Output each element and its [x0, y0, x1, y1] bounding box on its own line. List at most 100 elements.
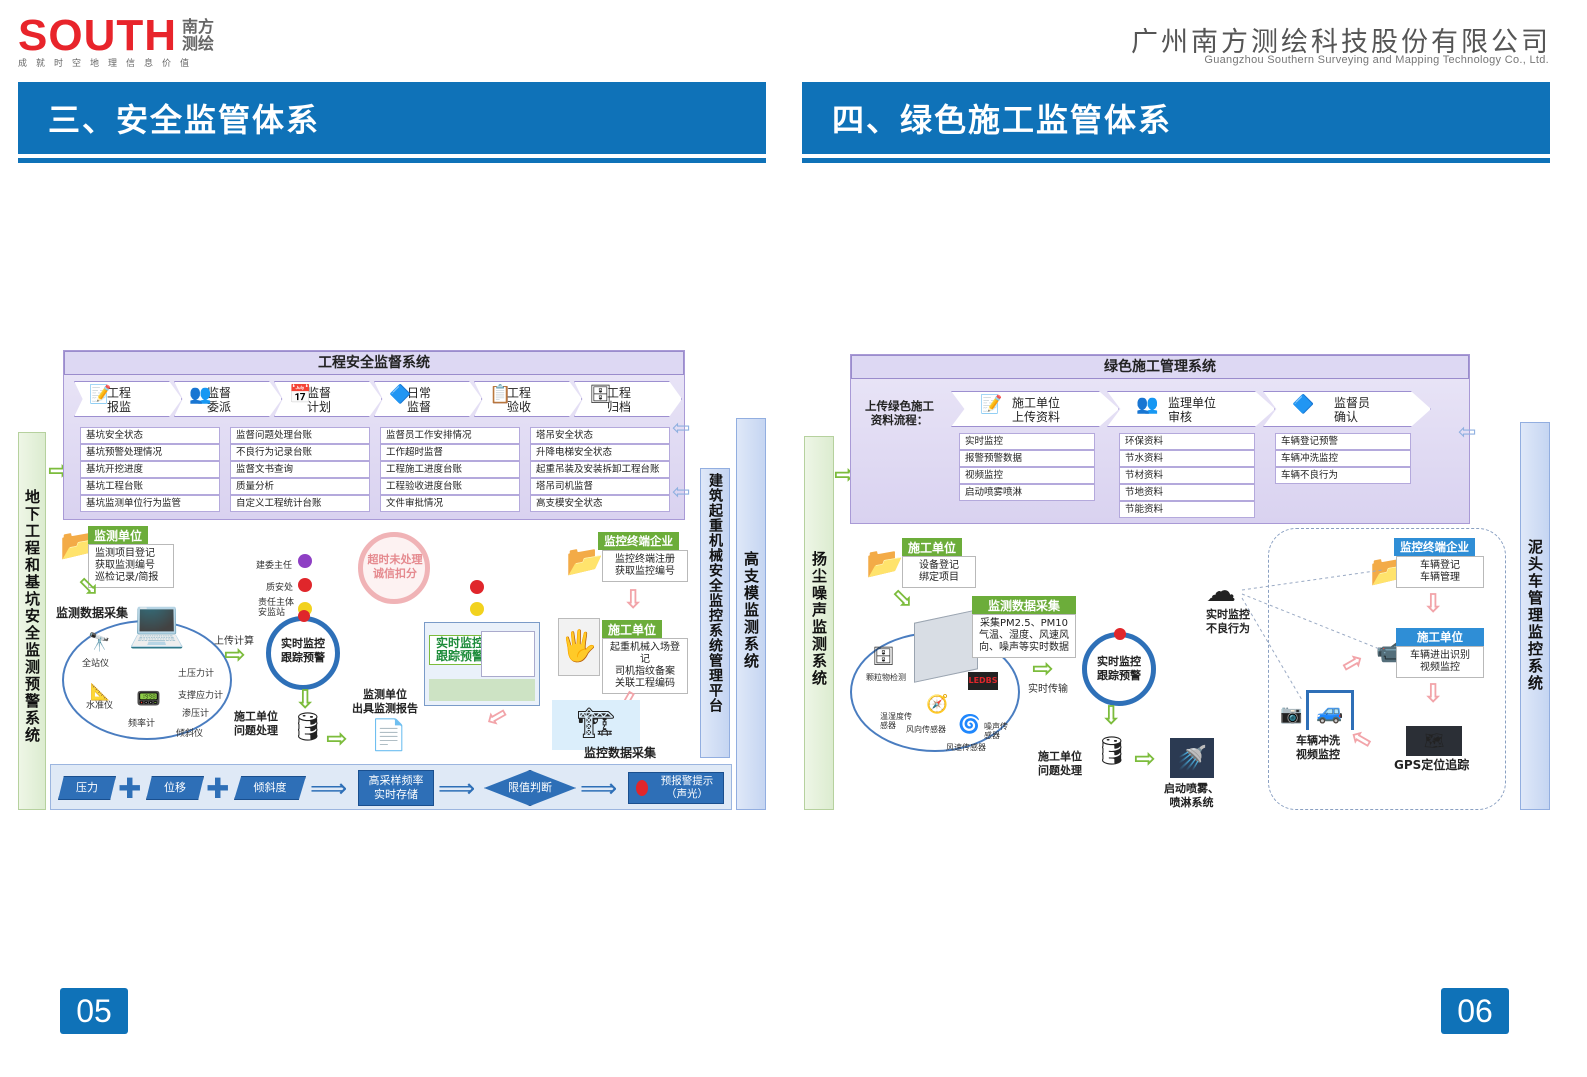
- responsibility-label: 质安处: [266, 583, 294, 593]
- construction-handle-label: 施工单位 问题处理: [1038, 750, 1082, 777]
- instrument-label: 水准仪: [86, 701, 114, 711]
- table-cell: 节材资料: [1119, 467, 1255, 484]
- arrow-down-icon: ⇨: [1095, 704, 1126, 726]
- spray-label: 启动喷雾、 喷淋系统: [1164, 782, 1219, 809]
- instrument-label: 土压力计: [178, 669, 215, 679]
- flow-sampling: 高采样频率 实时存储: [358, 770, 434, 806]
- left-vertical-label: 扬尘噪声监测系统: [810, 551, 828, 687]
- wind-direction-icon: 🧭: [926, 694, 949, 715]
- table-cell: 高支模安全状态: [530, 495, 670, 512]
- table-cell: 工程施工进度台账: [380, 461, 520, 478]
- car-wash-icon: 🚙: [1306, 690, 1354, 730]
- table-cell: 升降电梯安全状态: [530, 444, 670, 461]
- step-chevron: 👥监督委派: [174, 381, 282, 417]
- arrow-right-icon: ⇨: [224, 640, 246, 670]
- arrow-right-icon: ⟹: [580, 774, 618, 804]
- sensor-label: 噪声传感器: [984, 722, 1008, 740]
- overtime-label: 超时未处理 诚信扣分: [367, 553, 423, 580]
- gps-map-icon: 🗺: [1406, 726, 1462, 756]
- step-chevron: 🔷日常监督: [374, 381, 482, 417]
- red-light-icon: [470, 580, 484, 594]
- screen-panels: [429, 679, 535, 701]
- document-icon: 📝: [89, 384, 112, 405]
- table-cell: 报警预警数据: [959, 450, 1095, 467]
- system-box: 绿色施工管理系统 上传绿色施工 资料流程： 📝施工单位上传资料 👥监理单位审核 …: [850, 354, 1470, 524]
- table-column: 塔吊安全状态 升降电梯安全状态 起重吊装及安装拆卸工程台账 塔吊司机监督 高支模…: [530, 427, 670, 512]
- upload-calc-label: 上传计算: [214, 636, 254, 647]
- table-cell: 起重吊装及安装拆卸工程台账: [530, 461, 670, 478]
- terminal-tag: 监控终端企业: [1394, 538, 1475, 556]
- realtime-label: 实时监控 跟踪预警: [281, 637, 325, 664]
- realtime-monitor-circle: 实时监控 跟踪预警: [1082, 632, 1156, 706]
- step-chevron: 📅监督计划: [274, 381, 382, 417]
- flow-pressure: 压力: [58, 776, 116, 800]
- table-cell: 监督员工作安排情况: [380, 427, 520, 444]
- left-vertical-label: 地下工程和基坑安全监测预警系统: [23, 489, 41, 744]
- system-box: 工程安全监督系统 📝工程报监 👥监督委派 📅监督计划 🔷日常监督 📋工程验收 🗄…: [63, 350, 685, 520]
- vehicle-monitor-region: [1268, 528, 1506, 810]
- alarm-light-icon: [636, 780, 648, 796]
- exit-unit-tag: 施工单位: [1396, 628, 1484, 646]
- construction-handle-label: 施工单位 问题处理: [234, 710, 278, 737]
- checklist-icon: 📋: [489, 384, 512, 405]
- sensor-label: 风速传感器: [946, 743, 986, 752]
- section-title-right: 四、绿色施工监管体系: [802, 82, 1550, 158]
- table-cell: 质量分析: [230, 478, 370, 495]
- exit-unit-info: 车辆进出识别 视频监控: [1396, 646, 1484, 678]
- step-chevron: 🗄工程归档: [574, 381, 682, 417]
- formwork-vertical-bar: 高支模监测系统: [736, 418, 766, 810]
- table-cell: 环保资料: [1119, 433, 1255, 450]
- overtime-stamp: 超时未处理 诚信扣分: [358, 532, 430, 604]
- left-vertical-bar: 地下工程和基坑安全监测预警系统: [18, 432, 46, 810]
- table-cell: 基坑开挖进度: [80, 461, 220, 478]
- table-column: 实时监控 报警预警数据 视频监控 启动喷雾喷淋: [959, 433, 1095, 501]
- instrument-label: 倾斜仪: [176, 729, 204, 739]
- wash-label: 车辆冲洗 视频监控: [1296, 734, 1340, 761]
- system-title: 工程安全监督系统: [64, 351, 684, 375]
- sensor-label: 温湿度传感器: [880, 712, 912, 730]
- table-column: 监督员工作安排情况 工作超时监督 工程施工进度台账 工程验收进度台账 文件审批情…: [380, 427, 520, 512]
- safety-supervision-diagram: 地下工程和基坑安全监测预警系统 ⇨ 工程安全监督系统 📝工程报监 👥监督委派 📅…: [18, 348, 768, 813]
- right-vertical-bar: 泥头车管理监控系统: [1520, 422, 1550, 810]
- document-icon: 📝: [980, 394, 1003, 415]
- instrument-ellipse: [62, 620, 232, 740]
- network-icon: 🔷: [1292, 394, 1315, 415]
- table-cell: 不良行为记录台账: [230, 444, 370, 461]
- purple-light-icon: [298, 554, 312, 568]
- table-cell: 车辆冲洗监控: [1275, 450, 1411, 467]
- arrow-right-icon: ⟹: [438, 774, 476, 804]
- alarm-light-icon: [298, 610, 310, 622]
- company-name-cn: 广州南方测绘科技股份有限公司: [1131, 27, 1551, 58]
- crane-vertical-label: 建筑起重机械安全监控系统管理平台: [707, 473, 723, 713]
- instrument-label: 频率计: [128, 719, 156, 729]
- led-display: LEDBS: [968, 672, 998, 690]
- step-chevron: 👥监理单位审核: [1107, 391, 1275, 427]
- construction-unit-tag: 施工单位: [902, 538, 963, 557]
- table-cell: 基坑监测单位行为监管: [80, 495, 220, 512]
- instrument-label: 支撑应力计: [178, 691, 224, 701]
- data-collect-tag: 监测数据采集: [972, 596, 1076, 615]
- data-collect-label: 监测数据采集: [56, 606, 129, 620]
- particulate-sensor-icon: 🗄: [872, 646, 895, 667]
- table-cell: 节能资料: [1119, 501, 1255, 518]
- alarm-light-icon: [1114, 628, 1126, 640]
- arrow-right-icon: ⇨: [1134, 744, 1156, 774]
- responsibility-label: 建委主任: [256, 561, 293, 571]
- realtime-transfer-label: 实时传输: [1028, 684, 1068, 695]
- network-icon: 🔷: [389, 384, 412, 405]
- system-title: 绿色施工管理系统: [851, 355, 1469, 379]
- table-cell: 车辆登记预警: [1275, 433, 1411, 450]
- left-vertical-bar: 扬尘噪声监测系统: [804, 436, 834, 810]
- monitor-collect-label: 监控数据采集: [584, 746, 657, 760]
- report-icon: 📄: [370, 718, 408, 753]
- arrow-right-icon: ⇨: [326, 724, 348, 754]
- arrow-left-icon: ⇦: [1458, 420, 1477, 445]
- laptop-icon: 💻: [128, 596, 186, 650]
- right-vertical-label: 泥头车管理监控系统: [1526, 539, 1544, 692]
- cloud-label: 实时监控 不良行为: [1206, 608, 1250, 635]
- realtime-label: 实时监控 跟踪预警: [1097, 655, 1141, 682]
- calendar-icon: 📅: [289, 384, 312, 405]
- construction-unit-tag: 施工单位: [602, 620, 663, 639]
- monitor-unit-tag: 监测单位: [88, 526, 149, 545]
- arrow-down-icon: ⇨: [617, 588, 648, 610]
